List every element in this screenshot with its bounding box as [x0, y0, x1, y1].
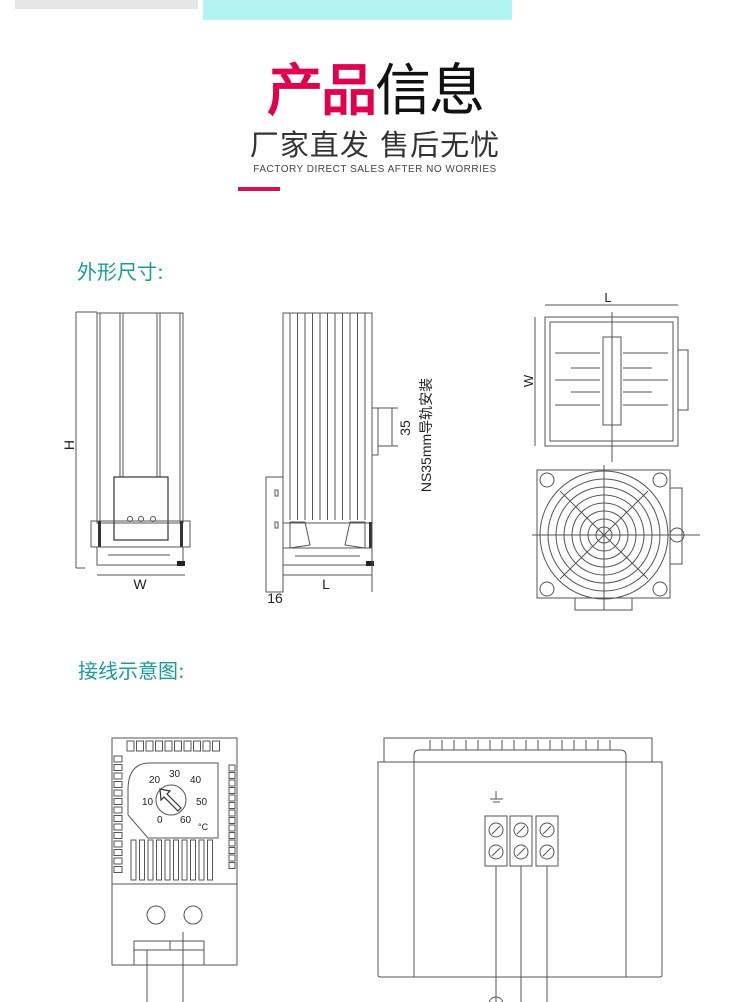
vent-slot [164, 740, 173, 752]
terminal-screw [488, 822, 504, 838]
screw-slot [516, 847, 526, 857]
front-w-label: W [133, 576, 147, 592]
dial-label-10: 10 [142, 797, 154, 808]
vent-slot [228, 847, 236, 854]
vent-slot [156, 839, 162, 881]
vent-slot [113, 781, 123, 788]
wiring-heading: 接线示意图: [78, 659, 185, 683]
top-decor-bar-gray [15, 0, 198, 9]
vent-slot [113, 815, 123, 822]
vent-slot [228, 832, 236, 839]
vent-slot [113, 772, 123, 780]
vent-slot [147, 839, 154, 881]
screw-slot [516, 825, 526, 835]
vent-slot [228, 764, 236, 772]
vent-slot [113, 857, 123, 865]
fan-view-drawing [532, 465, 700, 611]
heater-wiring-drawing [377, 737, 663, 1002]
terminal-screw [513, 844, 529, 860]
vent-slot [207, 839, 213, 881]
vent-slot [183, 740, 192, 752]
vent-slot [212, 740, 220, 752]
vent-slot [113, 832, 123, 839]
vent-slot [228, 779, 236, 787]
vent-slot [228, 802, 236, 809]
title-highlight: 产品 [267, 59, 377, 124]
vent-slot [202, 740, 211, 752]
title-rest: 信息 [375, 59, 485, 124]
vent-slot [113, 866, 123, 873]
subtitle: 厂家直发 售后无忧 [249, 128, 501, 162]
terminal-screw [488, 844, 504, 860]
vent-slot [173, 839, 179, 881]
vent-slot [228, 854, 236, 862]
vent-slot [228, 862, 236, 869]
dimensions-heading: 外形尺寸: [77, 260, 164, 284]
rail-install-note: NS35mm导轨安装 [418, 378, 434, 492]
vent-slot [228, 794, 236, 802]
terminal-screw [539, 844, 555, 860]
dial-unit: °C [198, 822, 209, 832]
front-view-drawing: H W [61, 311, 191, 592]
top-decor-bar-cyan [203, 0, 512, 20]
vent-slot [139, 839, 145, 881]
vent-slot [113, 849, 123, 856]
terminal-screw [513, 822, 529, 838]
dial-label-20: 20 [149, 775, 161, 786]
side-view-drawing: 35 NS35mm导轨安装 L 16 [265, 312, 434, 606]
screw-slot [542, 825, 552, 835]
page-title: 产品信息 [0, 60, 750, 124]
side-16-label: 16 [267, 590, 283, 606]
vent-slot [198, 839, 205, 881]
dial-label-0: 0 [157, 815, 163, 826]
vent-slot [164, 839, 171, 881]
vent-slot [136, 740, 144, 752]
vent-slot [113, 798, 123, 805]
dial-label-50: 50 [196, 797, 208, 808]
terminal-screw [539, 822, 555, 838]
vent-slot [228, 839, 236, 847]
vent-slot [113, 755, 123, 763]
vent-slot [113, 789, 123, 797]
vent-slot [113, 806, 123, 814]
vent-slot [174, 740, 182, 752]
vent-slot [228, 772, 236, 779]
screw-slot [491, 825, 501, 835]
dial-label-40: 40 [190, 775, 202, 786]
dial-label-30: 30 [169, 769, 181, 780]
vent-slot [113, 823, 123, 831]
vent-slot [130, 839, 137, 881]
vent-slot [113, 764, 123, 771]
vent-slot [193, 740, 201, 752]
side-35-label: 35 [397, 420, 413, 436]
vent-slot [228, 824, 236, 832]
top-l-label: L [604, 290, 611, 305]
vent-slot [190, 839, 196, 881]
screw-slot [542, 847, 552, 857]
vent-slot [126, 740, 135, 752]
top-w-label: W [521, 374, 536, 387]
screw-slot [491, 847, 501, 857]
vent-slot [228, 817, 236, 824]
subtitle-english: FACTORY DIRECT SALES AFTER NO WORRIES [253, 164, 497, 175]
vent-slot [228, 787, 236, 794]
top-view-drawing: L W [521, 290, 689, 462]
thermostat-drawing: 20 30 40 10 50 0 60 °C [111, 737, 238, 1002]
side-l-label: L [322, 576, 330, 592]
vent-slot [181, 839, 188, 881]
vent-slot [228, 809, 236, 817]
front-h-label: H [61, 440, 77, 450]
vent-slot [145, 740, 154, 752]
vent-slot [155, 740, 163, 752]
vent-slot [113, 840, 123, 848]
dial-label-60: 60 [180, 815, 192, 826]
title-underline [238, 187, 280, 191]
